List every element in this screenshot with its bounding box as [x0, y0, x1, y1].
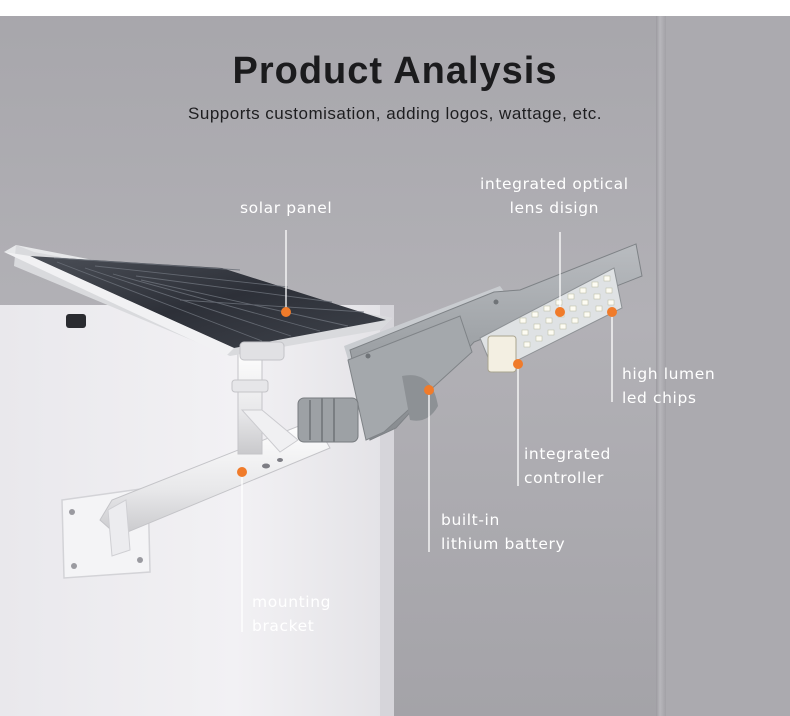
wall-right: [666, 16, 790, 716]
label-solar-panel-line1: solar panel: [240, 199, 333, 217]
top-band: [0, 0, 790, 16]
mounting-arm: [99, 347, 331, 557]
label-bracket: mounting bracket: [252, 590, 331, 638]
label-led-chips: high lumen led chips: [622, 362, 715, 410]
label-bracket-line2: bracket: [252, 617, 315, 635]
light-head-illustration: [297, 243, 643, 443]
label-controller-line2: controller: [524, 469, 604, 487]
label-controller-line1: integrated: [524, 445, 611, 463]
marker-led-chips: [607, 307, 617, 317]
label-solar-panel: solar panel: [240, 196, 332, 220]
label-optical-lens-line1: integrated optical: [480, 175, 629, 193]
label-battery: built-in lithium battery: [441, 508, 565, 556]
label-battery-line1: built-in: [441, 511, 500, 529]
label-optical-lens: integrated optical lens disign: [480, 172, 629, 220]
marker-controller: [513, 359, 523, 369]
marker-bracket: [237, 467, 247, 477]
marker-optical-lens: [555, 307, 565, 317]
marker-battery: [424, 385, 434, 395]
label-battery-line2: lithium battery: [441, 535, 566, 553]
label-optical-lens-line2: lens disign: [509, 199, 600, 217]
leader-lines: [241, 230, 613, 632]
label-led-chips-line2: led chips: [622, 389, 697, 407]
label-bracket-line1: mounting: [252, 593, 332, 611]
label-led-chips-line1: high lumen: [622, 365, 716, 383]
page-title: Product Analysis: [232, 50, 558, 92]
marker-solar-panel: [281, 307, 291, 317]
wall-seam: [656, 16, 666, 716]
page-subtitle: Supports customisation, adding logos, wa…: [188, 104, 602, 123]
label-controller: integrated controller: [524, 442, 611, 490]
callout-markers: [237, 307, 617, 477]
solar-panel-illustration: [4, 245, 392, 361]
